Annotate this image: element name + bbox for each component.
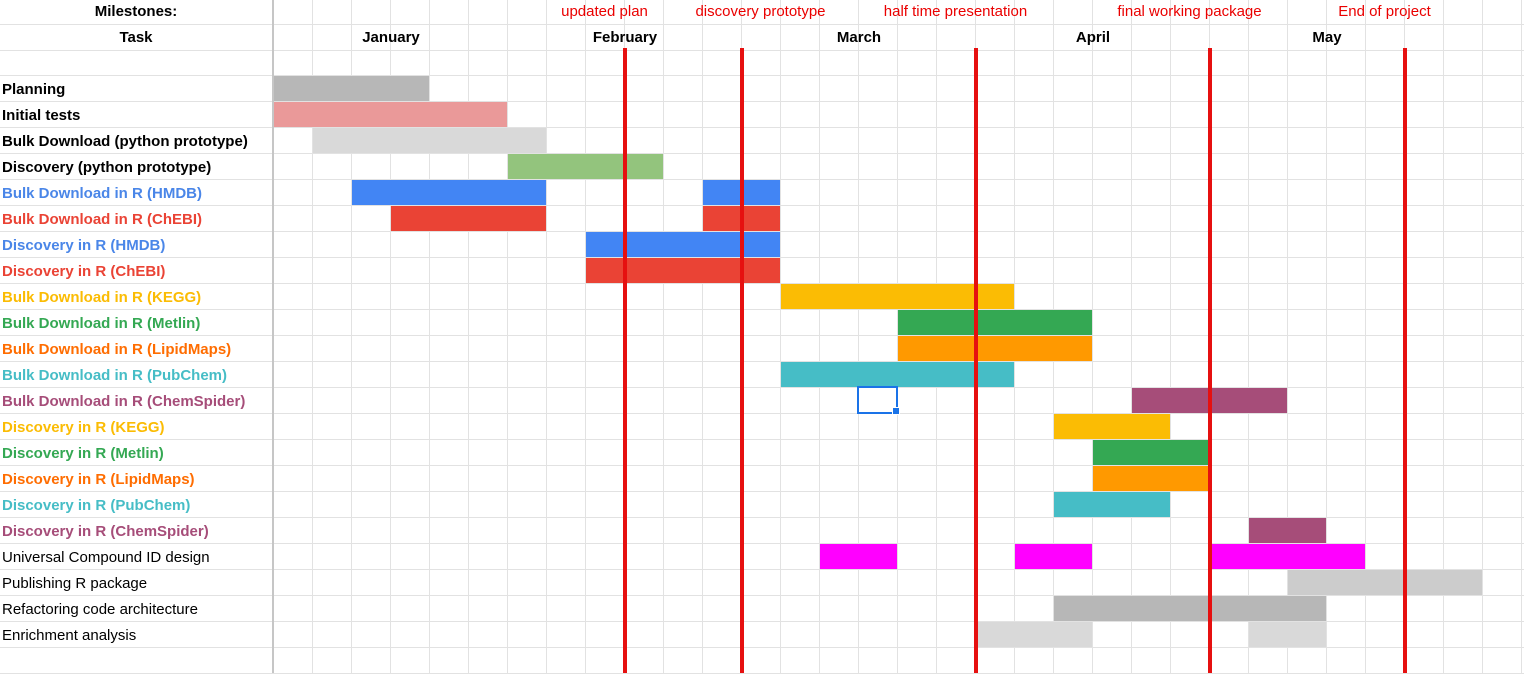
- gantt-bar: [586, 258, 780, 283]
- task-bulk-download-chemspider[interactable]: Bulk Download in R (ChemSpider): [2, 393, 246, 410]
- task-planning[interactable]: Planning: [2, 81, 66, 98]
- gantt-bar: [781, 362, 1014, 387]
- gantt-bar: [274, 76, 429, 101]
- task-universal-compound-id[interactable]: Universal Compound ID design: [2, 549, 210, 566]
- gantt-bar: [820, 544, 897, 569]
- task-enrichment-analysis[interactable]: Enrichment analysis: [2, 627, 137, 644]
- milestone-line: [974, 48, 978, 673]
- task-discovery-chemspider[interactable]: Discovery in R (ChemSpider): [2, 523, 209, 540]
- gantt-bar: [508, 154, 663, 179]
- task-discovery-lipidmaps[interactable]: Discovery in R (LipidMaps): [2, 471, 195, 488]
- milestone-line: [1208, 48, 1212, 673]
- task-discovery-hmdb[interactable]: Discovery in R (HMDB): [2, 237, 166, 254]
- gantt-bar: [781, 284, 1014, 309]
- gantt-bar: [1054, 492, 1170, 517]
- milestone-discovery-prototype[interactable]: discovery prototype: [695, 3, 826, 20]
- gantt-bar: [1054, 596, 1326, 621]
- task-refactoring-code[interactable]: Refactoring code architecture: [2, 601, 198, 618]
- task-bulk-download-hmdb[interactable]: Bulk Download in R (HMDB): [2, 185, 202, 202]
- month-may[interactable]: May: [1312, 29, 1342, 46]
- gantt-bar: [1015, 544, 1092, 569]
- month-april[interactable]: April: [1075, 29, 1111, 46]
- gantt-bar: [391, 206, 546, 231]
- gantt-bar: [313, 128, 546, 153]
- milestone-updated-plan[interactable]: updated plan: [561, 3, 648, 20]
- gantt-bar: [1054, 414, 1170, 439]
- gantt-bar: [898, 310, 1092, 335]
- task-column-header[interactable]: Task: [119, 29, 153, 46]
- task-discovery-python[interactable]: Discovery (python prototype): [2, 159, 212, 176]
- milestone-half-time-presentation[interactable]: half time presentation: [883, 3, 1028, 20]
- gantt-bar: [274, 102, 507, 127]
- task-discovery-kegg[interactable]: Discovery in R (KEGG): [2, 419, 165, 436]
- month-february[interactable]: February: [592, 29, 658, 46]
- month-march[interactable]: March: [836, 29, 882, 46]
- gantt-bar: [898, 336, 1092, 361]
- milestone-final-working-package[interactable]: final working package: [1117, 3, 1262, 20]
- milestone-line: [740, 48, 744, 673]
- gantt-bar: [1093, 440, 1209, 465]
- task-discovery-metlin[interactable]: Discovery in R (Metlin): [2, 445, 164, 462]
- milestone-line: [1403, 48, 1407, 673]
- milestones-label[interactable]: Milestones:: [94, 3, 178, 20]
- task-bulk-download-lipidmaps[interactable]: Bulk Download in R (LipidMaps): [2, 341, 232, 358]
- milestone-end-of-project[interactable]: End of project: [1338, 3, 1431, 20]
- task-bulk-download-pubchem[interactable]: Bulk Download in R (PubChem): [2, 367, 227, 384]
- milestone-line: [623, 48, 627, 673]
- gantt-bar: [1210, 544, 1365, 569]
- gantt-bar: [1093, 466, 1209, 491]
- task-initial-tests[interactable]: Initial tests: [2, 107, 81, 124]
- month-january[interactable]: January: [362, 29, 420, 46]
- gantt-bar: [1288, 570, 1482, 595]
- gantt-bar: [976, 622, 1092, 647]
- task-discovery-chebi[interactable]: Discovery in R (ChEBI): [2, 263, 166, 280]
- task-publishing-r-package[interactable]: Publishing R package: [2, 575, 148, 592]
- gantt-bar: [352, 180, 546, 205]
- task-discovery-pubchem[interactable]: Discovery in R (PubChem): [2, 497, 191, 514]
- task-bulk-download-metlin[interactable]: Bulk Download in R (Metlin): [2, 315, 201, 332]
- task-bulk-download-kegg[interactable]: Bulk Download in R (KEGG): [2, 289, 202, 306]
- gantt-bar: [1249, 622, 1326, 647]
- task-bulk-download-chebi[interactable]: Bulk Download in R (ChEBI): [2, 211, 202, 228]
- task-bulk-download-python[interactable]: Bulk Download (python prototype): [2, 133, 248, 150]
- gantt-bar: [1249, 518, 1326, 543]
- gantt-bar: [586, 232, 780, 257]
- fill-handle[interactable]: [892, 407, 900, 415]
- selected-cell[interactable]: [857, 386, 898, 414]
